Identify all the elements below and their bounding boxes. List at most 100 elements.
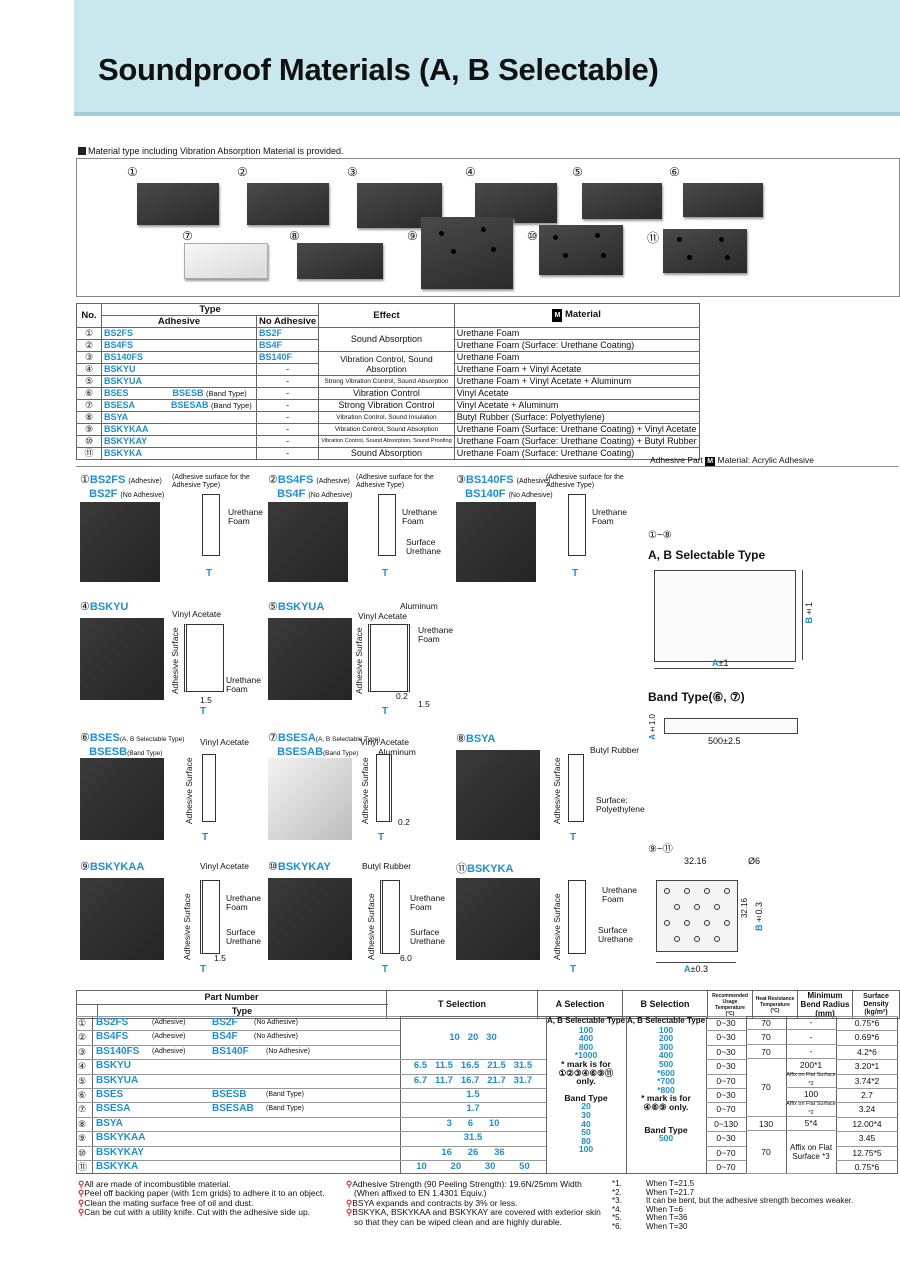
thickness-t-label: T — [382, 964, 389, 975]
a-sel-line: A, B Selectable Type — [546, 1016, 626, 1025]
footnote: *4.When T=6 — [612, 1205, 898, 1215]
grid-hline — [76, 1088, 400, 1089]
drawing-tag: (A, B Selectable Type) — [119, 736, 185, 743]
col-a-selection: A Selection — [537, 990, 623, 1019]
thickness-t-label: T — [382, 706, 389, 717]
footnote-key: *3. — [612, 1196, 622, 1206]
grid-vline — [786, 1016, 787, 1175]
label-line: Foam — [402, 516, 424, 526]
thickness-t-label: T — [202, 832, 209, 843]
thickness-t-label: T — [572, 568, 579, 579]
drawing-num: ⑥ — [80, 732, 90, 744]
adhesive-note-pre: Adhesive Part — [650, 455, 703, 465]
a-sel-line: 800 — [578, 1041, 594, 1052]
adhesive-surface-vlabel: Adhesive Surface — [366, 893, 376, 960]
row-no: ⑨ — [76, 423, 102, 436]
label-line: Foam — [418, 634, 440, 644]
drawing-6: ⑥BSES(A, B Selectable Type) BSESB(Band T… — [80, 732, 265, 852]
type-code-adhesive: BSKYKA — [96, 1161, 139, 1172]
hole-grid-svg — [664, 888, 730, 942]
table-row: ⑧ BSYA - Vibration Control, Sound Insula… — [76, 411, 700, 424]
drawing-1: ①BS2FS (Adhesive) BS2F (No Adhesive) (Ad… — [80, 474, 265, 584]
grid-vline — [626, 1016, 627, 1175]
row-no: ⑨ — [78, 1133, 87, 1144]
material-photo — [80, 758, 164, 840]
drawing-title: ⑪BSKYKA — [456, 860, 641, 876]
grid-hline — [76, 1131, 400, 1133]
effect-cell: Vibration Control, Sound Insulation — [318, 411, 455, 424]
row-no: ⑪ — [78, 1162, 88, 1172]
drawing-code: BSKYKA — [467, 863, 514, 875]
grid-vline — [836, 1016, 837, 1175]
a-sel-line: ①②③④⑥⑨⑪ — [558, 1067, 614, 1078]
footnote: *1.When T=21.5 — [612, 1179, 898, 1189]
surface-density: 12.00*4 — [852, 1118, 882, 1129]
table-row: ③ BS140FS BS140F Vibration Control, Soun… — [76, 351, 700, 376]
label-line: Urethane — [226, 936, 261, 946]
label-vinyl-acetate: Vinyl Acetate — [358, 611, 407, 621]
type-tag: (Adhesive) — [152, 1033, 186, 1041]
bend-radius: 100 — [786, 1088, 836, 1103]
label-vinyl-acetate: Vinyl Acetate — [172, 609, 221, 619]
heat-4-7: 70 — [746, 1059, 786, 1117]
footnote-key: *5. — [612, 1213, 622, 1223]
drawing-code: BS2FS — [89, 474, 126, 486]
label-aluminum: Aluminum — [378, 747, 416, 757]
drawing-7: ⑦BSESA(A, B Selectable Type) BSESAB(Band… — [268, 732, 453, 852]
pin-icon: ⚲ — [346, 1207, 353, 1218]
no-adhesive-code: - — [255, 411, 320, 424]
type-code-adhesive: BS4FS — [96, 1031, 129, 1043]
type-code-adhesive: BSKYU — [96, 1060, 132, 1072]
cross-section — [202, 494, 220, 556]
t-sel-11: 10 20 30 50 — [416, 1161, 530, 1172]
drawing-title: ⑨BSKYKAA — [80, 860, 265, 873]
part-number-table: Part Number T Selection A Selection B Se… — [76, 990, 900, 1019]
no-adhesive-code: - — [255, 435, 320, 448]
label-line: Foam — [226, 902, 248, 912]
a-sel-line: 100 — [578, 1144, 594, 1155]
grid-hline — [400, 1088, 546, 1089]
band-a-label: A±1.0 — [648, 714, 657, 740]
footnote: ⚲Can be cut with a utility knife. Cut wi… — [78, 1208, 348, 1217]
grid-vline — [400, 1016, 401, 1175]
col-heat-resist: Heat Resistance Temperature (°C) — [752, 990, 798, 1019]
footnotes-left: ⚲All are made of incombustible material.… — [78, 1179, 348, 1218]
bend-radius: - — [786, 1016, 836, 1031]
label-line: Surface — [410, 927, 440, 937]
col-t-selection-hidden: T Selection — [386, 990, 538, 1019]
material-photo — [268, 502, 348, 582]
material-cell: Urethane Foam (Surface: Urethane Coating… — [453, 423, 700, 436]
grid-hline — [76, 1030, 400, 1032]
b-sel-line: 300 — [658, 1041, 674, 1052]
band-code: BSESAB — [171, 400, 209, 410]
grid-hline — [76, 1059, 400, 1061]
band-tag: (Band Type) — [206, 389, 247, 398]
t-sel-1-3: 10 20 30 — [449, 1032, 497, 1043]
dim-letter: B — [804, 617, 814, 624]
cross-section — [200, 880, 220, 954]
col-no-spacer — [76, 1004, 98, 1019]
drawing-code: BSKYKAY — [277, 861, 331, 873]
label-vinyl-acetate: Vinyl Acetate — [200, 737, 249, 747]
footnote-text: Peel off backing paper (with 1cm grids) … — [84, 1188, 325, 1199]
photo-number: ① — [127, 165, 138, 179]
label-butyl-rubber: Butyl Rubber — [590, 745, 640, 755]
drawing-tag: (Adhesive) — [516, 478, 551, 485]
foam-tile-image — [137, 183, 219, 225]
label-line: Urethane — [226, 893, 261, 903]
hole-pitch-label: 32.16 — [684, 856, 707, 866]
t-sel-8: 3 6 10 — [446, 1117, 500, 1129]
material-note-text: Material type including Vibration Absorp… — [88, 146, 344, 156]
row-no: ② — [78, 1032, 87, 1043]
drawing-code: BS140FS — [465, 474, 514, 486]
footnote-text: BSKYKA, BSKYKAA and BSKYKAY are covered … — [352, 1207, 601, 1218]
grid-hline — [76, 1160, 400, 1161]
pin-icon: ⚲ — [78, 1207, 85, 1218]
row-no: ④ — [78, 1061, 87, 1072]
b-dim-label: B±1 — [804, 602, 814, 624]
